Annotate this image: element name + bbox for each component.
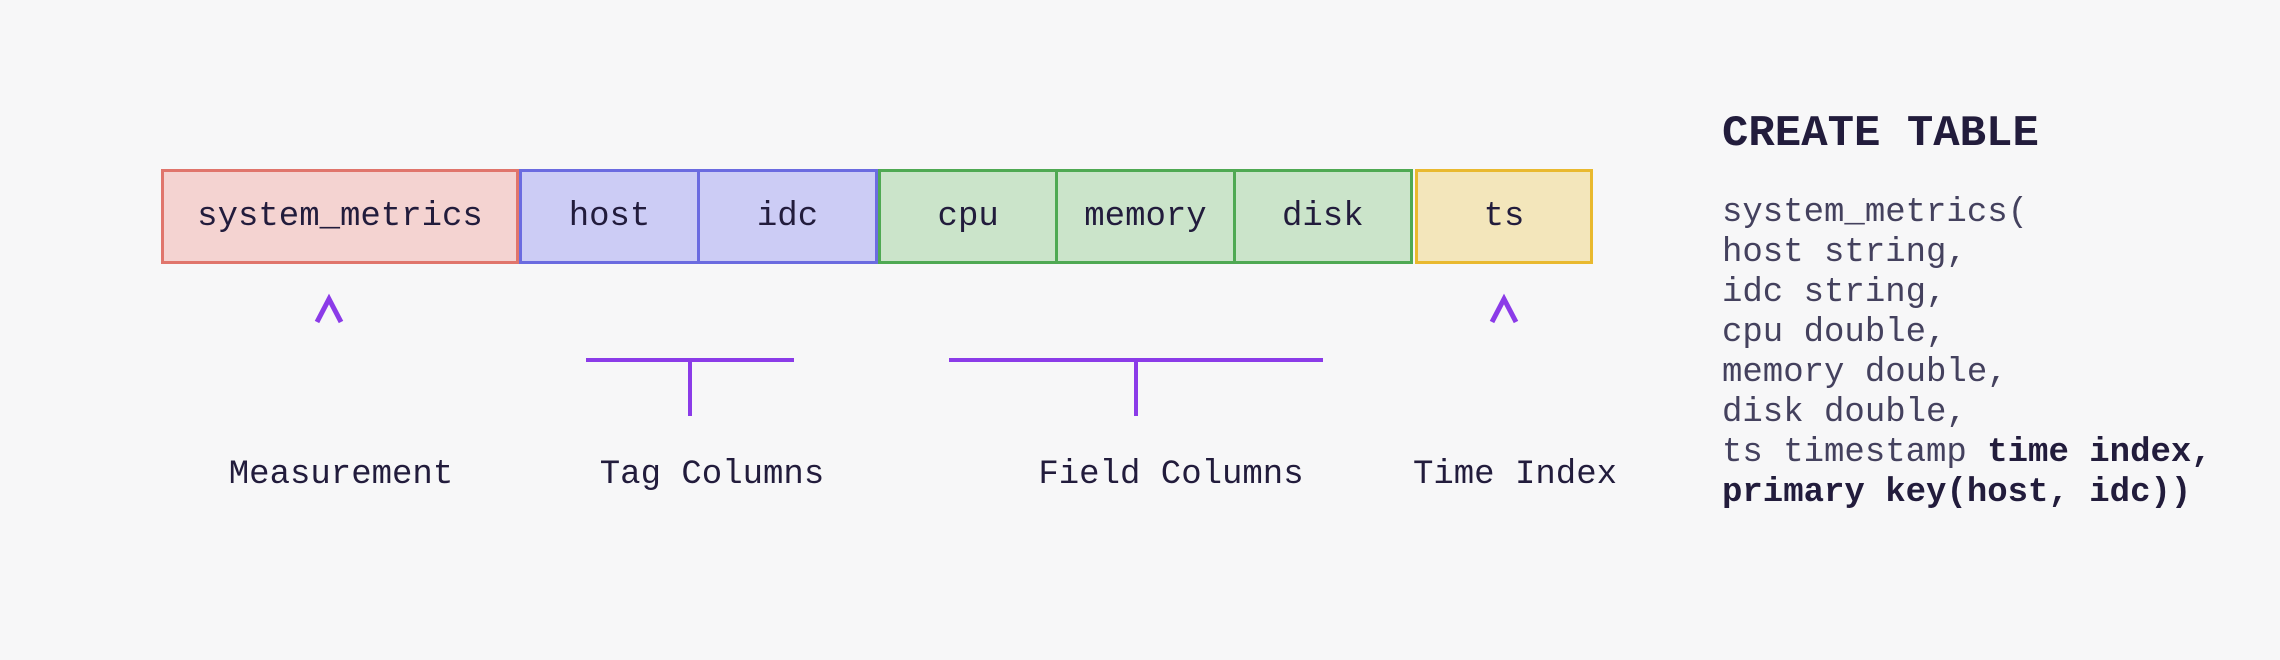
cell-system-metrics: system_metrics: [164, 172, 516, 261]
sql-line-bold-part: primary key(host, idc)): [1722, 474, 2192, 512]
measurement-up-arrow-icon: [314, 293, 344, 413]
create-table-heading: CREATE TABLE: [1722, 109, 2039, 159]
time-index-box-group: ts: [1415, 169, 1593, 264]
tag-columns-bracket-icon: [586, 300, 794, 416]
sql-line: system_metrics(: [1722, 194, 2029, 232]
sql-line: memory double,: [1722, 354, 2008, 392]
cell-cpu: cpu: [881, 172, 1056, 261]
sql-line: disk double,: [1722, 394, 1967, 432]
tag-columns-label: Tag Columns: [599, 456, 825, 494]
field-columns-bracket-icon: [949, 300, 1323, 416]
cell-idc: idc: [697, 172, 875, 261]
sql-line: host string,: [1722, 234, 1967, 272]
sql-line: primary key(host, idc)): [1722, 473, 2212, 513]
time-index-label: Time Index: [1412, 456, 1618, 494]
cell-disk: disk: [1232, 172, 1410, 261]
sql-line: cpu double,: [1722, 314, 1947, 352]
create-table-sql-body: system_metrics( host string, idc string,…: [1722, 193, 2212, 513]
field-columns-label: Field Columns: [1038, 456, 1304, 494]
time-index-up-arrow-icon: [1489, 293, 1519, 413]
sql-line-bold-part: time index,: [1987, 434, 2212, 472]
sql-line: idc string,: [1722, 274, 1947, 312]
cell-memory: memory: [1055, 172, 1233, 261]
tag-columns-box-group: host idc: [519, 169, 878, 264]
cell-host: host: [522, 172, 697, 261]
sql-line-normal-part: ts timestamp: [1722, 434, 1988, 472]
field-columns-box-group: cpu memory disk: [878, 169, 1413, 264]
measurement-label: Measurement: [228, 456, 454, 494]
measurement-box-group: system_metrics: [161, 169, 519, 264]
cell-ts: ts: [1418, 172, 1590, 261]
sql-line: ts timestamp time index,: [1722, 433, 2212, 473]
